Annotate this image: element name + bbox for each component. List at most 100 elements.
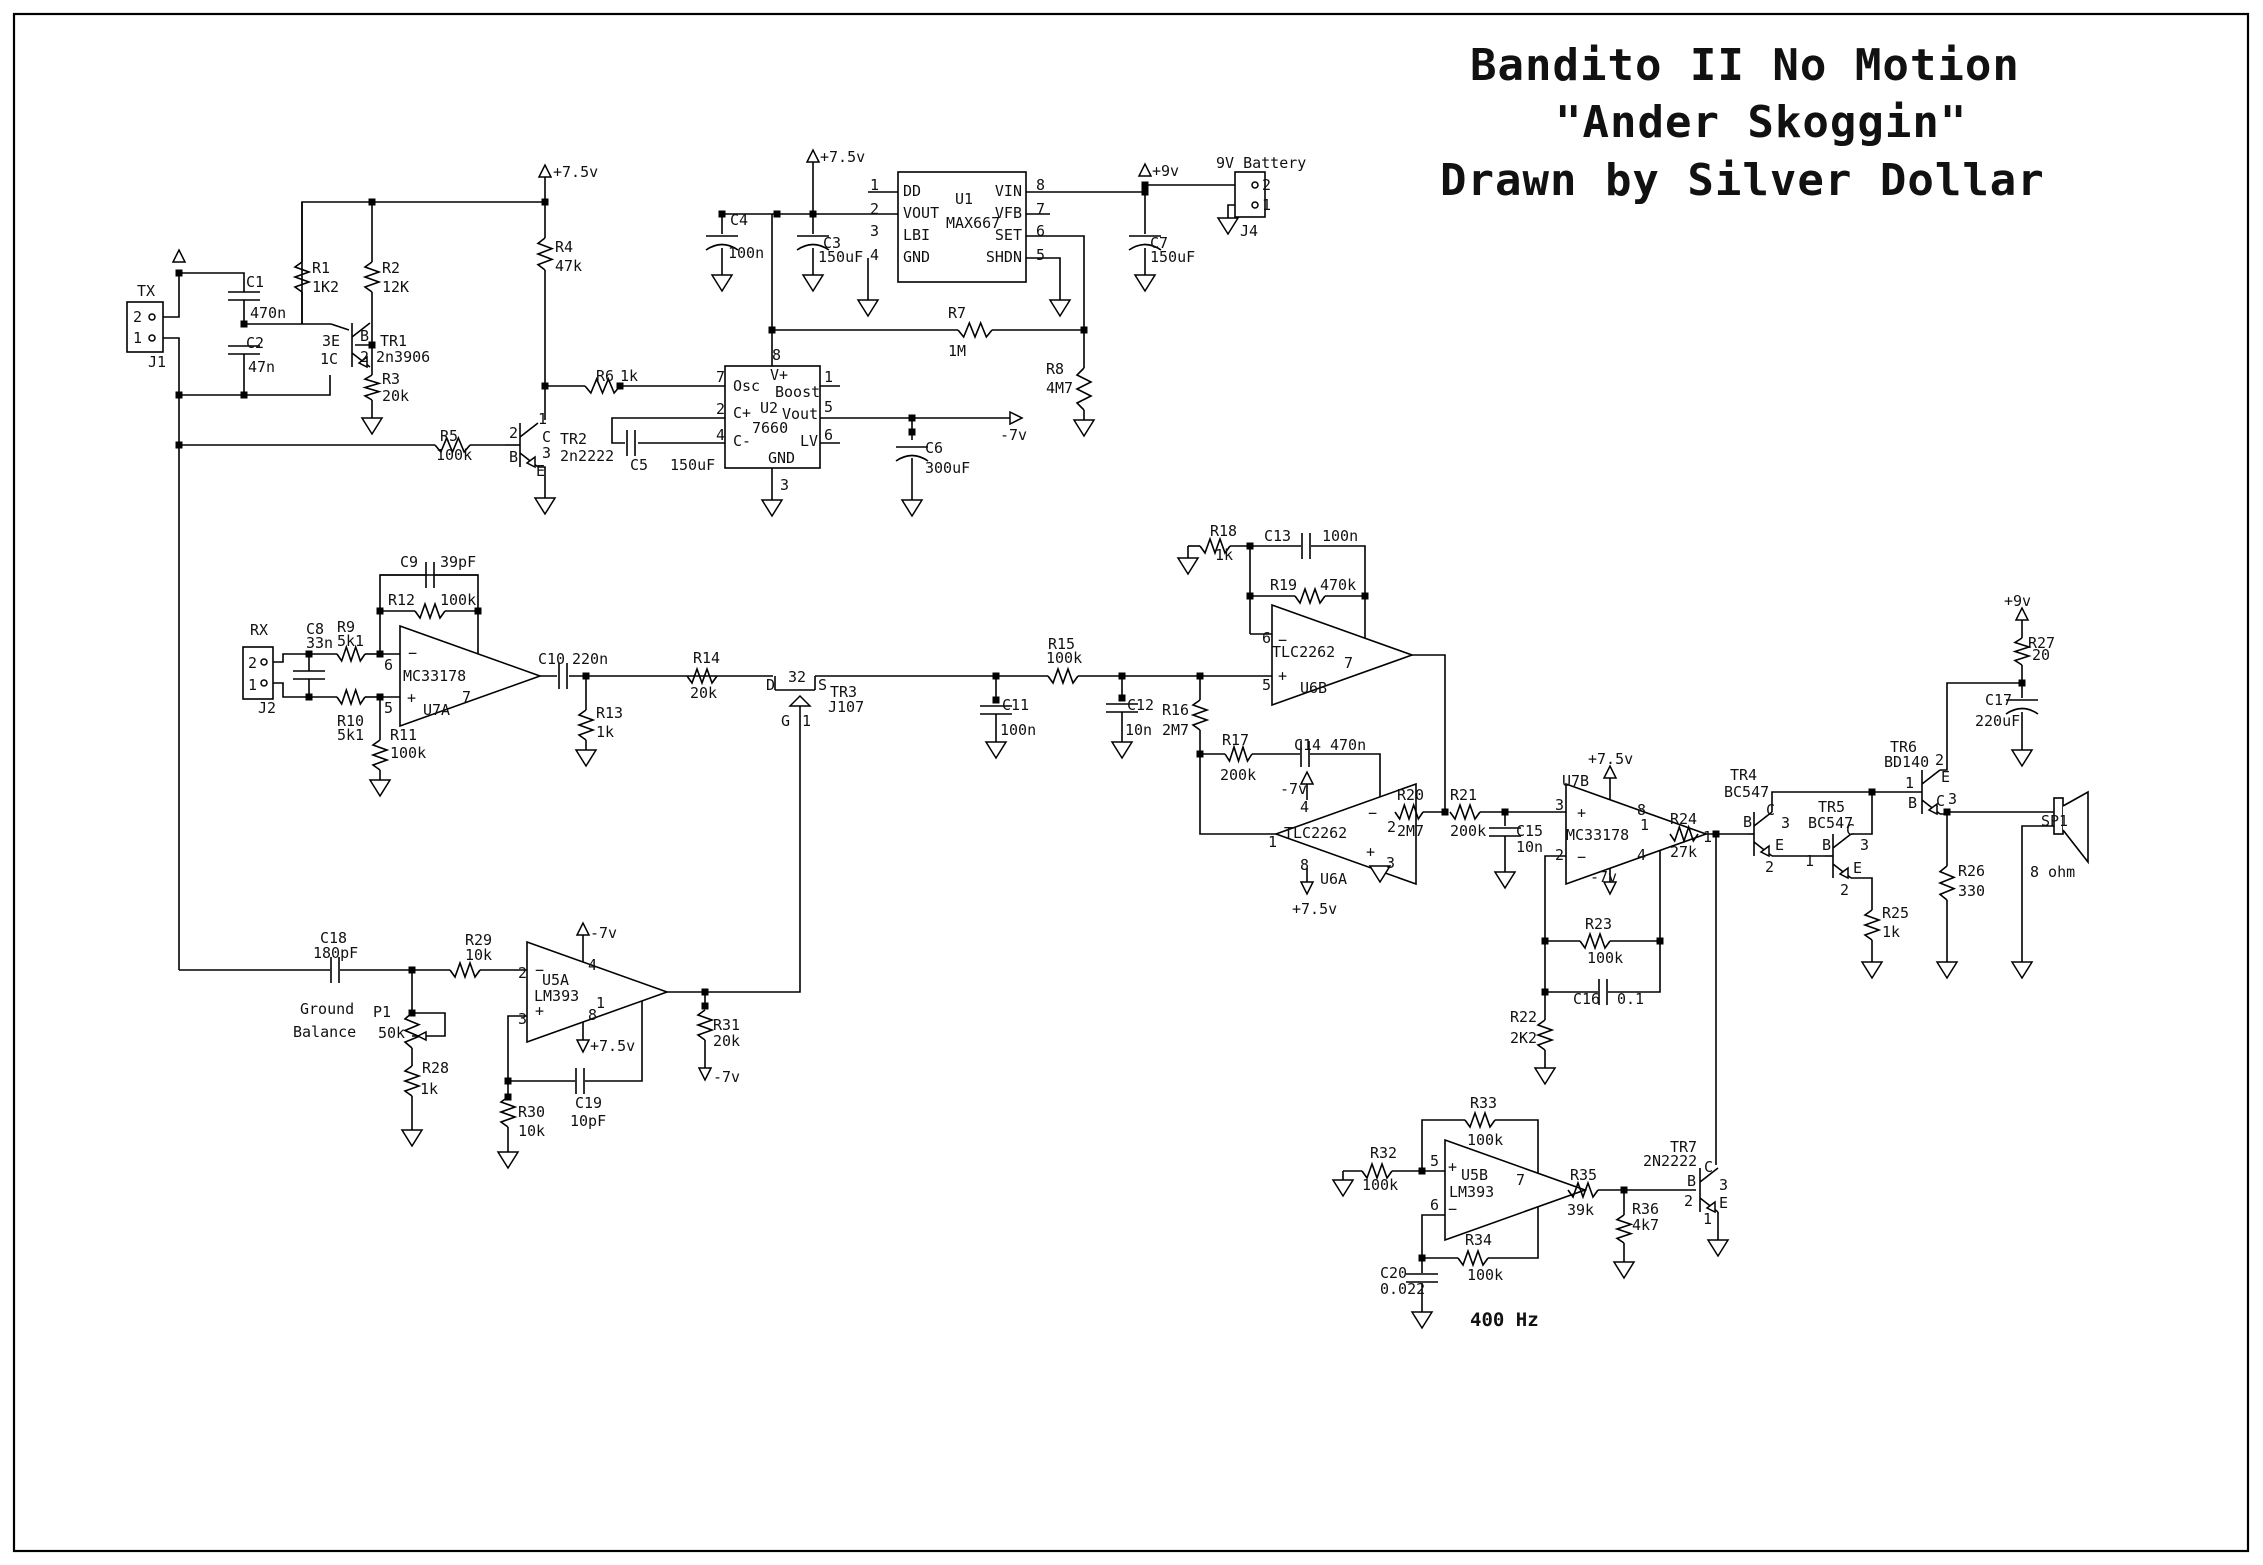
pin-number: E — [1853, 859, 1862, 877]
r33-ref: R33 — [1470, 1094, 1497, 1112]
components — [126, 148, 2089, 1330]
c10-ref: C10 — [538, 650, 565, 668]
pin-number: C — [1704, 1158, 1713, 1176]
resistor-r21 — [1449, 802, 1481, 822]
r10-value: 5k1 — [337, 726, 364, 744]
r26-ref: R26 — [1958, 862, 1985, 880]
pin-number: C — [1936, 792, 1945, 810]
pin-number: + — [1366, 843, 1375, 861]
r16-value: 2M7 — [1162, 721, 1189, 739]
c15-value: 10n — [1516, 838, 1543, 856]
pin-number: C — [1766, 801, 1775, 819]
jfet-gate-arrow-icon — [788, 694, 812, 707]
pin-number: 3 — [1860, 836, 1869, 854]
pin-number: Vout — [782, 405, 818, 423]
r12-value: 100k — [440, 591, 476, 609]
pin-number: LV — [800, 432, 818, 450]
power-rail-icon — [575, 921, 591, 936]
c14-value: 470n — [1330, 736, 1366, 754]
pin-number: 3 — [542, 444, 551, 462]
resistor-r2 — [362, 261, 382, 293]
resistor-r31 — [695, 1009, 715, 1041]
speaker-ref: SP1 — [2041, 812, 2068, 830]
pin-number: E — [1941, 768, 1950, 786]
pin-number: 3 — [780, 476, 789, 494]
labels: 21TXJ1C1470nC247nR11K2R212KTR12n39063E1C… — [133, 148, 2075, 1298]
r5-value: 100k — [436, 446, 472, 464]
c1-value: 470n — [250, 304, 286, 322]
connector-j4 — [1234, 171, 1266, 218]
power-rail-icon — [1299, 881, 1315, 896]
wire — [1310, 753, 1381, 812]
title-line-2: "Ander Skoggin" — [1555, 97, 1967, 148]
r4-ref: R4 — [555, 238, 573, 256]
r17-ref: R17 — [1222, 731, 1249, 749]
resistor-r22 — [1535, 1019, 1555, 1051]
pin-number: + — [1577, 804, 1586, 822]
wire — [1421, 1214, 1445, 1258]
sheet-border — [12, 12, 2250, 1553]
junction-dot — [1361, 592, 1369, 600]
resistor-r20 — [1394, 802, 1424, 822]
pin-number: 5 — [1036, 246, 1045, 264]
r1-ref: R1 — [312, 259, 330, 277]
r15-ref: R15 — [1048, 635, 1075, 653]
u6a-ref: U6A — [1320, 870, 1347, 888]
resistor-r26 — [1937, 865, 1957, 901]
pin-number: + — [1278, 667, 1287, 685]
opamp-u7a — [399, 624, 543, 728]
c18-value: 180pF — [313, 944, 358, 962]
transistor-tr6 — [1921, 769, 1941, 785]
resistor-r27 — [2012, 637, 2032, 666]
pin-number: VOUT — [903, 204, 939, 222]
capacitor-c17 — [2005, 707, 2039, 715]
r18-value: 1k — [1215, 546, 1233, 564]
opamp-u5b — [1444, 1138, 1588, 1242]
r23-value: 100k — [1587, 949, 1623, 967]
r27-ref: R27 — [2028, 634, 2055, 652]
ground-icon — [574, 749, 598, 768]
ground-icon — [760, 499, 784, 518]
wire — [507, 1015, 527, 1081]
wire — [611, 417, 725, 444]
c7-value: 150uF — [1150, 248, 1195, 266]
pin-number: 3 — [1948, 790, 1957, 808]
ic-u1 — [897, 171, 1027, 283]
tr6-ref: TR6 — [1890, 738, 1917, 756]
pin-number: 1 — [1703, 1210, 1712, 1228]
rail-label: -7v — [713, 1068, 740, 1086]
pin-number: 1 — [538, 410, 547, 428]
ground-icon — [1935, 961, 1959, 980]
power-rail-icon — [1602, 764, 1618, 779]
r22-ref: R22 — [1510, 1008, 1537, 1026]
resistor-r17 — [1224, 744, 1253, 764]
u7b-part: MC33178 — [1566, 826, 1629, 844]
pin-number: 2 — [870, 200, 879, 218]
u7a-part: MC33178 — [403, 667, 466, 685]
r25-value: 1k — [1882, 923, 1900, 941]
wire — [1026, 257, 1061, 300]
connector-j1-name: TX — [137, 282, 155, 300]
tr1-part: 2n3906 — [376, 348, 430, 366]
wire — [1421, 1119, 1465, 1171]
rail-label: +7.5v — [553, 163, 598, 181]
ground-icon — [1110, 741, 1134, 760]
junction-dot — [992, 696, 1000, 704]
pin-icon — [1251, 181, 1259, 189]
r33-value: 100k — [1467, 1131, 1503, 1149]
tr5-part: BC547 — [1808, 814, 1853, 832]
wire — [1488, 1190, 1539, 1259]
r19-ref: R19 — [1270, 576, 1297, 594]
pin-number: Osc — [733, 377, 760, 395]
r11-value: 100k — [390, 744, 426, 762]
pin-number: B — [1687, 1172, 1696, 1190]
pin-number: 1 — [133, 329, 142, 347]
pin-number: 3 — [1781, 814, 1790, 832]
r1-value: 1K2 — [312, 278, 339, 296]
pin-number: 3 — [1555, 796, 1564, 814]
power-rail-icon — [575, 1039, 591, 1054]
resistor-r14 — [686, 666, 718, 686]
pin-number: C+ — [733, 404, 751, 422]
power-rail-icon — [171, 248, 187, 263]
pin-number: 1C — [320, 350, 338, 368]
